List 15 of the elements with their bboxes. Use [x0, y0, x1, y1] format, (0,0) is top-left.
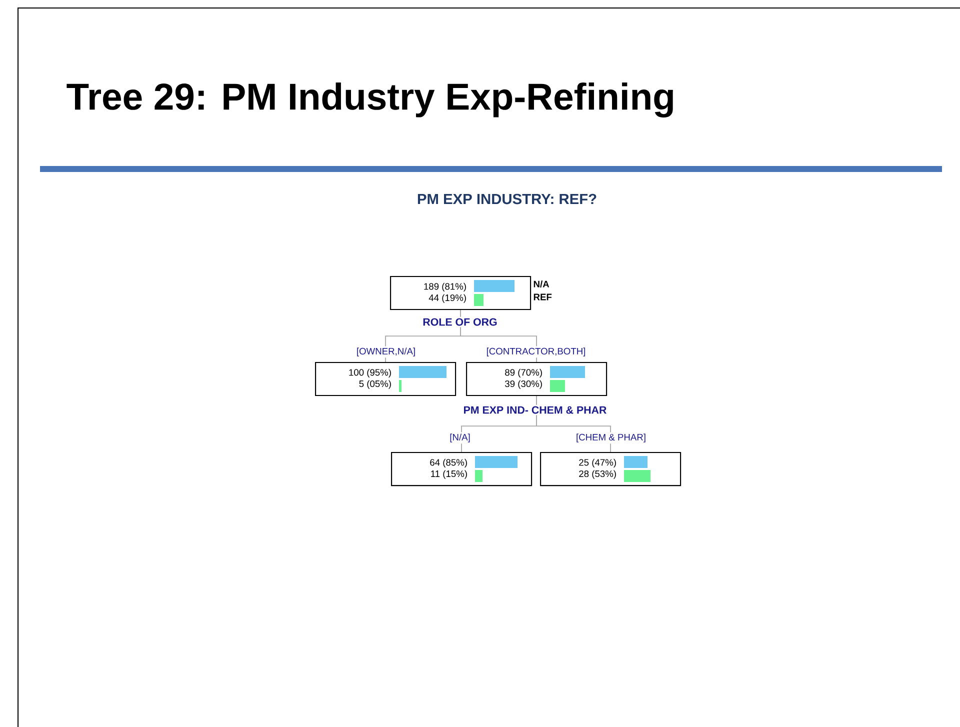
branch-label: [OWNER,N/A] — [357, 348, 415, 356]
branch-label: [N/A] — [450, 434, 470, 442]
tree-node-box: 89 (70%) 39 (30%) — [466, 362, 608, 396]
tree-node-box: 189 (81%) 44 (19%) — [390, 276, 532, 310]
tree-node-box: 64 (85%) 11 (15%) — [391, 452, 532, 486]
split-label: ROLE OF ORG — [421, 316, 499, 328]
split-label: PM EXP IND- CHEM & PHAR — [462, 404, 608, 416]
branch-label: [CONTRACTOR,BOTH] — [486, 348, 586, 356]
chart-title: PM EXP INDUSTRY: REF? — [416, 192, 598, 206]
tree-node-box: 25 (47%) 28 (53%) — [540, 452, 682, 486]
tree-node-box: 100 (95%) 5 (05%) — [315, 362, 456, 396]
class-label: N/A — [534, 280, 550, 288]
class-label: REF — [534, 294, 552, 300]
slide-title: Tree 29: PM Industry Exp-Refining — [66, 82, 673, 118]
branch-label: [CHEM & PHAR] — [576, 434, 646, 442]
